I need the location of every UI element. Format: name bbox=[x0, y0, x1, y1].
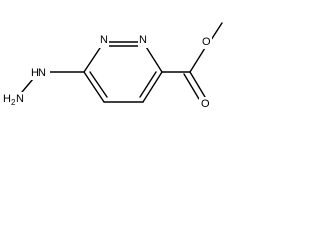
atom-n2-label: N bbox=[139, 34, 147, 46]
bond-o-methyl bbox=[210, 22, 223, 41]
atom-bg-o-carbonyl bbox=[199, 97, 211, 111]
atom-bg-n1 bbox=[99, 34, 109, 48]
atom-bg-nh bbox=[30, 66, 50, 80]
bond-c3-c4-inner bbox=[139, 71, 157, 98]
atom-bg-n2 bbox=[138, 34, 148, 48]
atom-o-carbonyl-label: O bbox=[201, 98, 210, 110]
atom-n1-label: N bbox=[100, 34, 108, 46]
bond-carbonyl-o-single bbox=[189, 47, 206, 73]
bond-carbonyl-o-double-1 bbox=[189, 71, 206, 98]
atom-nh2-h-label: H bbox=[3, 93, 11, 105]
atom-nh2-subscript: 2 bbox=[11, 98, 16, 107]
bond-c5-c6 bbox=[83, 71, 105, 103]
bond-c3-c4 bbox=[142, 71, 163, 103]
atom-nh-label: H bbox=[31, 67, 39, 79]
bond-carbonyl-o-double-2 bbox=[183, 73, 200, 100]
atom-bg-nh2 bbox=[2, 92, 28, 106]
atom-o-ester-label: O bbox=[202, 36, 211, 48]
atom-bg-o-ester bbox=[200, 35, 212, 49]
atom-nh2-n-label: N bbox=[16, 93, 24, 105]
structure-canvas: N N O O H N H 2 N bbox=[0, 0, 230, 118]
chemical-structure: N N O O H N H 2 N bbox=[2, 22, 223, 111]
atom-nh-n-letter: N bbox=[38, 67, 46, 79]
bond-c5-c6-inner bbox=[89, 71, 108, 98]
bond-nh-nh2 bbox=[21, 78, 34, 93]
